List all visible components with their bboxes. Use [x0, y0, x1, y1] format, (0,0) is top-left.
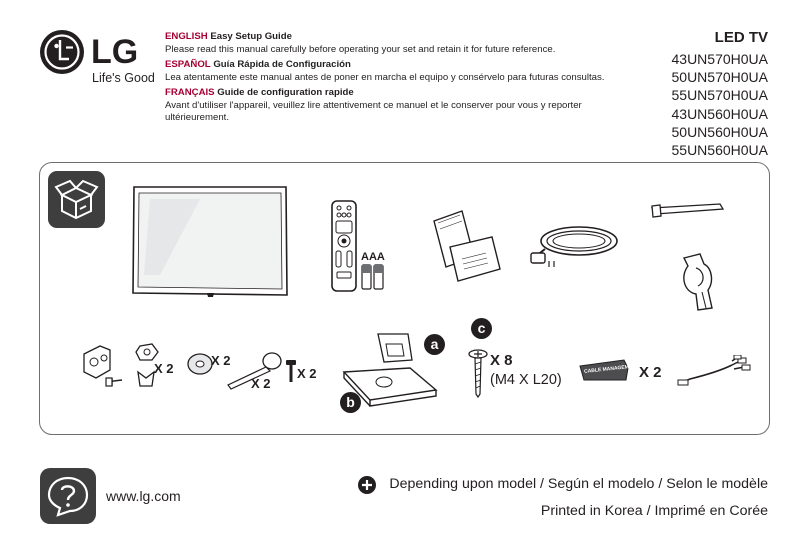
- stand-a-badge: a: [424, 334, 445, 355]
- language-label: ESPAÑOL: [165, 59, 211, 70]
- cable-management-quantity: X 2: [639, 364, 662, 381]
- guide-title: Easy Setup Guide: [210, 31, 292, 42]
- cable-holder-icon: [682, 253, 713, 311]
- support-question-icon: [40, 468, 96, 524]
- screw-c-badge: c: [471, 318, 492, 339]
- screw-c-spec: (M4 X L20): [490, 372, 562, 388]
- logo-wordmark: LG: [91, 33, 139, 71]
- model-number: 43UN570H0UA: [671, 51, 769, 67]
- logo-tagline: Life's Good: [92, 71, 155, 85]
- model-list: 43UN570H0UA 50UN570H0UA 55UN570H0UA 43UN…: [672, 50, 769, 159]
- screw-c-icon: [468, 349, 488, 398]
- model-number: 55UN570H0UA: [671, 87, 769, 104]
- guide-text: Lea atentamente este manual antes de pon…: [165, 71, 605, 83]
- long-bolt-icon: [227, 352, 282, 390]
- small-screw-icon: [286, 360, 296, 382]
- wall-bracket-parts-icon: [83, 343, 159, 387]
- power-cord-icon: [530, 226, 618, 267]
- model-number: 55UN560H0UA: [671, 142, 769, 159]
- washer-quantity: X 2: [211, 353, 231, 368]
- av-cable-icon: [677, 355, 751, 386]
- plus-circle-icon: [358, 476, 376, 494]
- guide-title: Guía Rápida de Configuración: [213, 59, 351, 70]
- model-note: Depending upon model / Según el modelo /…: [389, 476, 768, 492]
- lg-face-icon: [40, 30, 84, 74]
- printed-in: Printed in Korea / Imprimé en Corée: [540, 503, 768, 519]
- tv-icon: [132, 186, 288, 297]
- screw-c-quantity: X 8: [490, 352, 513, 369]
- bolt-quantity: X 2: [251, 376, 271, 391]
- remote-control-icon: [331, 200, 384, 292]
- guide-text: Avant d'utiliser l'appareil, veuillez li…: [165, 99, 582, 124]
- screw-quantity: X 2: [297, 366, 317, 381]
- bracket-quantity: X 2: [154, 361, 174, 376]
- stand-b-badge: b: [340, 392, 361, 413]
- product-type: LED TV: [714, 29, 768, 46]
- cable-management-icon: [579, 359, 629, 381]
- box-contents-icon: [48, 171, 105, 228]
- stand-icon: [342, 333, 438, 407]
- language-label: ENGLISH: [165, 31, 208, 42]
- manual-documents-icon: [433, 210, 501, 282]
- cable-tie-icon: [650, 203, 725, 218]
- guide-spanish: ESPAÑOL Guía Rápida de Configuración Lea…: [165, 59, 635, 84]
- guide-title: Guide de configuration rapide: [217, 87, 354, 98]
- components-box: [39, 162, 770, 435]
- guide-english: ENGLISH Easy Setup Guide Please read thi…: [165, 31, 635, 56]
- washer-icon: [187, 353, 213, 375]
- model-number: 50UN560H0UA: [671, 123, 769, 140]
- model-number: 43UN560H0UA: [671, 105, 769, 122]
- website-link[interactable]: www.lg.com: [106, 488, 181, 504]
- battery-label: AAA: [361, 251, 385, 263]
- model-number: 50UN570H0UA: [671, 69, 769, 86]
- guide-french: FRANÇAIS Guide de configuration rapide A…: [165, 87, 635, 125]
- lg-logo: LG Life's Good: [40, 30, 170, 90]
- language-label: FRANÇAIS: [165, 87, 215, 98]
- guide-text: Please read this manual carefully before…: [165, 43, 556, 55]
